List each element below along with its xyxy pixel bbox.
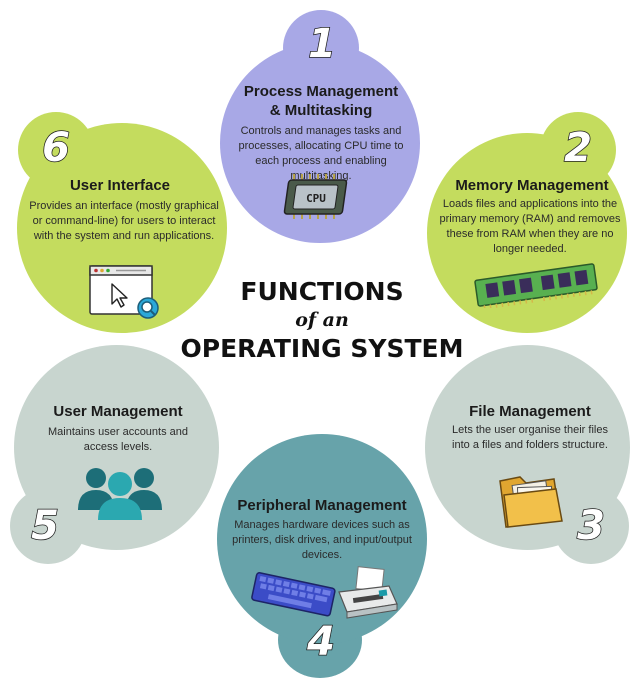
title-process-management: Process Management & Multitasking <box>225 82 417 120</box>
number-4: 4 <box>306 619 335 665</box>
title-memory-management: Memory Management <box>455 177 609 194</box>
window-cursor-icon <box>86 262 164 326</box>
title-file-management: File Management <box>469 403 591 420</box>
desc-peripheral-management: Manages hardware devices such as printer… <box>232 519 412 561</box>
users-icon <box>76 464 164 524</box>
title-process-line1: Process Management <box>243 83 399 100</box>
desc-user-interface: Provides an interface (mostly graphical … <box>29 200 219 242</box>
heading-of-an: of an <box>295 309 349 331</box>
number-6: 6 <box>41 125 70 171</box>
keyboard-icon <box>247 568 337 628</box>
desc-memory-management: Loads files and applications into the pr… <box>439 198 621 255</box>
title-user-interface: User Interface <box>69 177 171 194</box>
folder-icon <box>494 467 566 535</box>
desc-user-management: Maintains user accounts and access level… <box>47 426 189 453</box>
title-process-line2: & Multitasking <box>269 102 373 119</box>
number-5: 5 <box>30 503 59 549</box>
title-peripheral-management: Peripheral Management <box>237 497 407 514</box>
desc-process-management: Controls and manages tasks and processes… <box>238 125 404 182</box>
ram-icon <box>472 262 600 312</box>
cpu-icon: CPU <box>280 172 360 224</box>
number-1: 1 <box>307 21 336 67</box>
heading-operating-system: OPERATING SYSTEM <box>180 334 464 363</box>
printer-icon <box>333 564 403 624</box>
cpu-icon-label: CPU <box>306 192 326 205</box>
number-2: 2 <box>563 125 592 171</box>
number-3: 3 <box>576 503 605 549</box>
title-user-management: User Management <box>53 403 183 420</box>
heading-functions: FUNCTIONS <box>240 277 404 306</box>
desc-file-management: Lets the user organise their files into … <box>452 424 608 451</box>
